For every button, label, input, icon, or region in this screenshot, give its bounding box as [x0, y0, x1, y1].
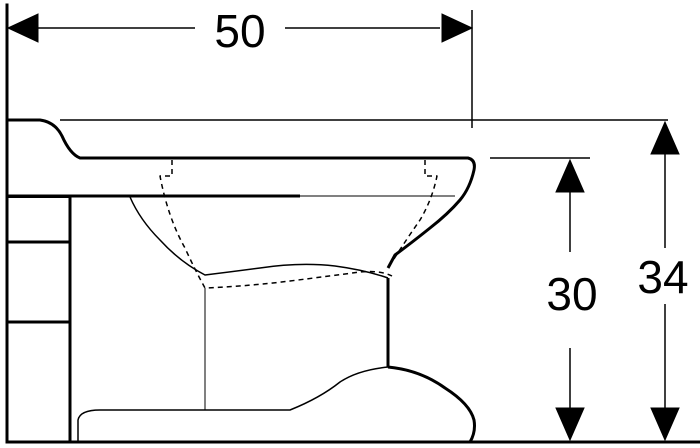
mounting-frame — [7, 196, 72, 442]
reference-lines — [60, 119, 668, 159]
toilet-rim — [7, 118, 476, 269]
width-dimension — [6, 10, 474, 128]
rim-height-label: 30 — [546, 268, 597, 320]
toilet-pedestal — [77, 278, 476, 443]
overall-height-label: 34 — [637, 251, 688, 303]
overall-height-dimension — [650, 120, 680, 442]
rim-height-arrow-bottom — [555, 407, 585, 442]
toilet-bowl — [129, 160, 438, 410]
width-label: 50 — [214, 5, 265, 57]
base-top-curve — [77, 366, 389, 442]
rim-height-arrow-top — [555, 158, 585, 193]
width-arrow-left — [6, 13, 39, 43]
pedestal-foot — [387, 365, 476, 443]
overall-height-arrow-bottom — [650, 407, 680, 442]
rim-top-outline — [7, 118, 476, 269]
rim-height-dimension — [555, 158, 585, 442]
bowl-outer-curve — [129, 196, 389, 279]
bowl-back-dashed — [391, 160, 438, 263]
overall-height-arrow-top — [650, 120, 680, 155]
width-arrow-right — [441, 13, 474, 43]
bowl-inner-dashed — [159, 160, 393, 289]
wall-and-floor — [5, 3, 700, 444]
